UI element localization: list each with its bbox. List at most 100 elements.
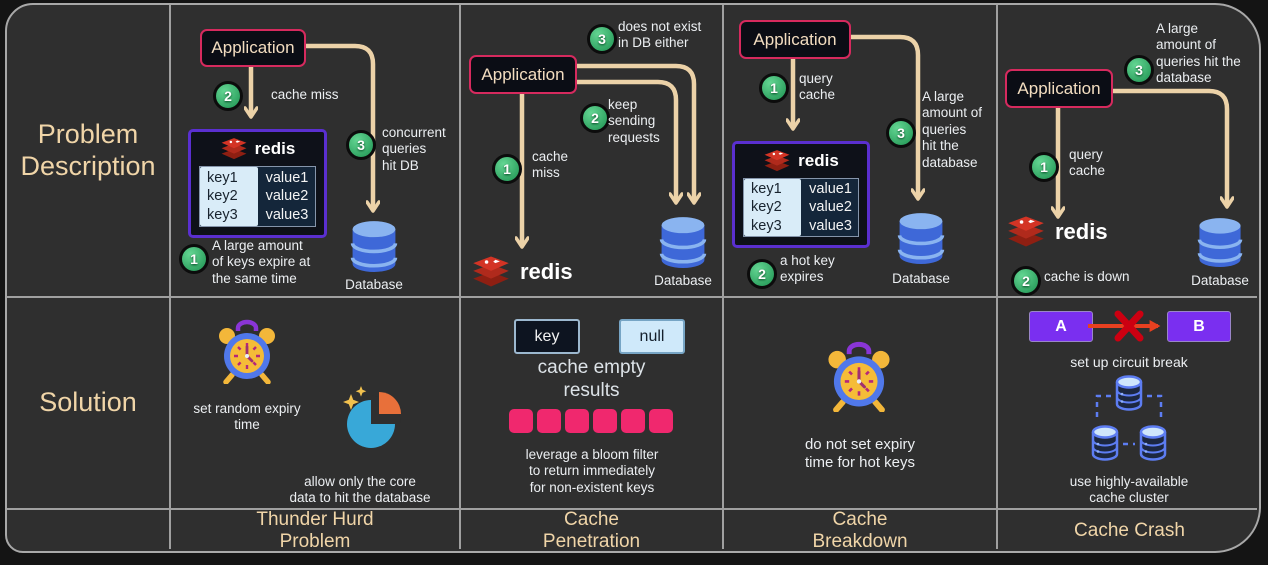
redis-standalone: redis (471, 255, 573, 289)
key-cell: key1 (751, 180, 782, 197)
database-label: Database (654, 273, 712, 288)
step-2-text: a hot key expires (780, 253, 835, 285)
database-icon (658, 215, 708, 276)
step-3-text: A large amount of queries hit the databa… (1156, 21, 1241, 86)
row-header-solution: Solution (7, 298, 169, 508)
problem-row-label: Problem Description (20, 119, 156, 181)
column-title-penetration: Cache Penetration (461, 509, 722, 551)
key-cell: key3 (751, 217, 782, 234)
alarm-clock-icon (824, 340, 894, 417)
step-3-text: does not exist in DB either (618, 19, 702, 51)
key-value-table: key1 key2 key3 value1 value2 value3 (743, 178, 859, 237)
breakdown-solution-text: do not set expiry time for hot keys (804, 436, 916, 472)
redis-cache-box: redis key1 key2 key3 value1 value2 value… (188, 129, 327, 238)
keys-column: key1 key2 key3 (200, 167, 258, 226)
step-3-badge: 3 (346, 130, 376, 160)
database-icon (349, 219, 399, 280)
alarm-clock-icon (215, 318, 279, 389)
step-3-text: concurrent queries hit DB (382, 125, 446, 173)
key-cell: key3 (207, 206, 238, 223)
application-box: Application (1005, 69, 1113, 108)
key-cell: key1 (207, 169, 238, 186)
step-1-badge: 1 (179, 244, 209, 274)
cluster-solution-text: use highly-available cache cluster (1069, 474, 1189, 506)
step-3-badge: 3 (1124, 55, 1154, 85)
grid-line-v2 (459, 5, 461, 549)
step-1-text: query cache (1069, 147, 1106, 179)
panel-crash-problem: 3 A large amount of queries hit the data… (998, 5, 1261, 296)
value-cell: value3 (809, 217, 852, 234)
cache-cluster-icon (1091, 375, 1167, 461)
values-column: value1 value2 value3 (258, 167, 315, 226)
panel-breakdown-problem: Application 1 query cache redis key1 key… (724, 5, 996, 296)
redis-label: redis (520, 259, 573, 284)
key-value-table: key1 key2 key3 value1 value2 value3 (199, 166, 316, 227)
node-b-box: B (1167, 311, 1231, 342)
database-label: Database (345, 277, 403, 292)
redis-standalone: redis (1006, 215, 1108, 249)
row-header-problem: Problem Description (7, 5, 169, 296)
redis-header: redis (735, 149, 867, 173)
bloom-cell (537, 409, 561, 433)
application-box: Application (739, 20, 851, 59)
column-title-breakdown: Cache Breakdown (724, 509, 996, 551)
panel-thunder-solution: set random expiry time allow only the co… (171, 298, 459, 508)
panel-breakdown-solution: do not set expiry time for hot keys (724, 298, 996, 508)
bloom-cell (509, 409, 533, 433)
step-1-badge: 1 (492, 154, 522, 184)
redis-label: redis (254, 139, 296, 158)
grid-line-h1 (7, 296, 1257, 298)
bloom-cell (593, 409, 617, 433)
redis-label: redis (798, 151, 839, 170)
thunder-arrows (171, 43, 459, 296)
value-cell: value1 (265, 169, 309, 186)
keys-column: key1 key2 key3 (744, 179, 802, 236)
value-cell: value2 (809, 199, 852, 216)
step-1-text: cache miss (532, 149, 569, 181)
clock-solution-text: set random expiry time (193, 401, 301, 433)
grid-line-v4 (996, 5, 998, 549)
bloom-cell (565, 409, 589, 433)
step-3-badge: 3 (886, 118, 916, 148)
database-icon (896, 211, 946, 272)
title-text: Thunder Hurd Problem (256, 509, 374, 552)
grid-line-h2 (7, 508, 1257, 510)
bloom-cell (621, 409, 645, 433)
grid-line-v1 (169, 5, 171, 549)
step-2-badge: 2 (747, 259, 777, 289)
redis-header: redis (191, 137, 324, 161)
circuit-break-icon (1088, 310, 1161, 342)
key-box: key (514, 319, 580, 354)
breakdown-arrows (724, 34, 996, 296)
bloom-cell (649, 409, 673, 433)
step-2-badge: 2 (580, 103, 610, 133)
application-box: Application (200, 29, 306, 67)
node-a-box: A (1029, 311, 1093, 342)
panel-thunder-problem: Application 2 cache miss redis key1 key2… (171, 5, 459, 296)
column-title-crash: Cache Crash (998, 510, 1261, 551)
step-1-text: A large amount of keys expire at the sam… (212, 238, 311, 286)
pie-chart-icon (339, 382, 407, 457)
application-box: Application (469, 55, 577, 94)
step-2-badge: 2 (213, 81, 243, 111)
grid-line-v3 (722, 5, 724, 549)
step-3-text: A large amount of queries hit the databa… (922, 89, 983, 170)
step-2-text: cache is down (1044, 269, 1130, 284)
database-icon (1196, 216, 1244, 275)
step-2-text: keep sending requests (608, 97, 660, 145)
circuit-break-text: set up circuit break (1070, 354, 1188, 370)
panel-penetration-problem: 3 does not exist in DB either Applicatio… (461, 5, 722, 296)
value-cell: value1 (809, 180, 852, 197)
value-cell: value2 (265, 188, 309, 205)
values-column: value1 value2 value3 (801, 179, 858, 236)
bloom-filter-cells-icon (509, 409, 673, 433)
column-title-thunder: Thunder Hurd Problem (171, 509, 459, 552)
redis-logo-icon (473, 256, 509, 287)
null-box: null (619, 319, 685, 354)
redis-label: redis (1055, 219, 1108, 244)
cache-empty-caption: cache empty results (537, 357, 646, 401)
step-2-badge: 2 (1011, 266, 1041, 296)
step-1-badge: 1 (759, 73, 789, 103)
panel-crash-solution: A B set up circuit break use highl (998, 298, 1261, 508)
pie-solution-text: allow only the core data to hit the data… (289, 474, 431, 506)
